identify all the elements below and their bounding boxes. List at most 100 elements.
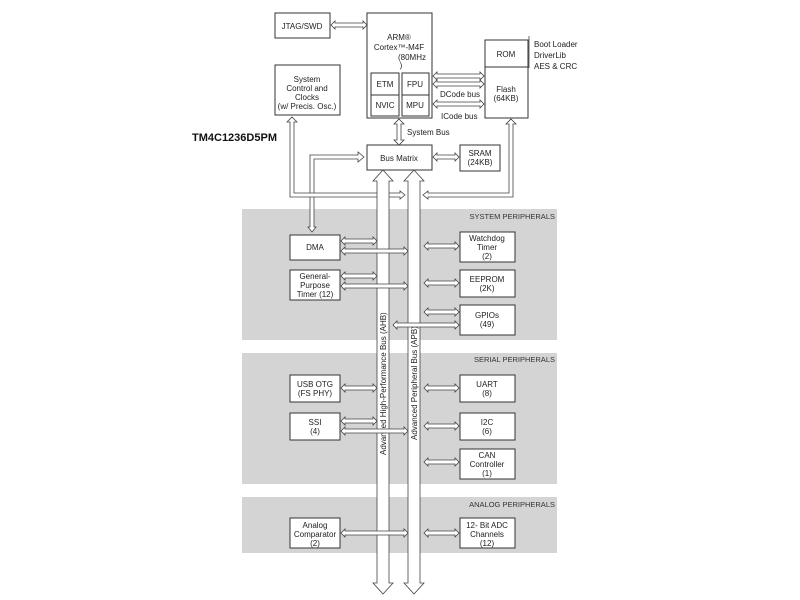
dma-label: DMA (306, 243, 324, 252)
usb-label-2: (FS PHY) (298, 389, 333, 398)
eeprom-apb-arrow (423, 278, 460, 288)
dma-apb-arrow (340, 246, 409, 256)
ahb-bus-arrow (372, 169, 394, 595)
cpu-line-2: Cortex™-M4F (374, 43, 424, 52)
can-block (459, 448, 516, 480)
ssi-apb-arrow (340, 426, 409, 436)
rom-note-1: Boot Loader (534, 40, 578, 49)
comp-label-2: Comparator (294, 530, 337, 539)
gpios-label-2: (49) (480, 320, 495, 329)
dcode-label: DCode bus (440, 90, 480, 99)
usb-label-1: USB OTG (297, 380, 333, 389)
gpt-apb-arrow (340, 281, 409, 291)
can-apb-arrow (423, 457, 460, 467)
ssi-block (289, 412, 341, 441)
icode-label: ICode bus (441, 112, 477, 121)
uart-label-2: (8) (482, 389, 492, 398)
adc-apb-arrow (423, 528, 460, 538)
usb-otg-block (289, 374, 341, 403)
sram-arrow (432, 152, 460, 162)
watchdog-block (459, 231, 516, 263)
bus-matrix-label: Bus Matrix (380, 154, 418, 163)
system-bus-label: System Bus (407, 128, 450, 137)
i2c-apb-arrow (423, 421, 460, 431)
adc-block (459, 517, 516, 549)
etm-label: ETM (377, 80, 394, 89)
cpu-line-1: ARM® (387, 33, 411, 42)
dcode-arrow-bottom (432, 79, 485, 89)
uart-apb-arrow (423, 383, 460, 393)
flash-label-1: Flash (496, 85, 516, 94)
gpt-label-1: General- (299, 272, 330, 281)
ahb-bus-label: Advanced High-Performance Bus (AHB) (379, 312, 388, 455)
sram-label-1: SRAM (468, 149, 491, 158)
sysctrl-line-4: (w/ Precis. Osc.) (278, 102, 337, 111)
apb-bus-label: Advanced Peripheral Bus (APB) (410, 326, 419, 440)
gpios-apb-arrow (423, 307, 460, 317)
ssi-label-1: SSI (309, 418, 322, 427)
rom-block (484, 39, 529, 68)
i2c-label-2: (6) (482, 427, 492, 436)
watchdog-label-2: Timer (477, 243, 497, 252)
can-label-1: CAN (479, 451, 496, 460)
ssi-label-2: (4) (310, 427, 320, 436)
bus-matrix-block (366, 144, 433, 171)
usb-ahb-arrow (340, 383, 378, 393)
cpu-line-4: ) (400, 61, 403, 70)
eeprom-label-2: (2K) (479, 284, 494, 293)
i2c-block (459, 412, 516, 441)
gpios-ahb-arrow (392, 320, 460, 330)
uart-block (459, 374, 516, 403)
dma-ahb-arrow (340, 236, 378, 246)
mpu-label: MPU (406, 101, 424, 110)
watchdog-label-3: (2) (482, 252, 492, 261)
gpt-label-3: Timer (12) (297, 290, 334, 299)
eeprom-block (459, 269, 516, 298)
i2c-label-1: I2C (481, 418, 494, 427)
jtag-block (274, 12, 331, 39)
cpu-line-3: (80MHz (398, 53, 426, 62)
icode-arrow (432, 99, 485, 109)
jtag-label: JTAG/SWD (282, 22, 323, 31)
rom-label: ROM (497, 50, 516, 59)
sram-label-2: (24KB) (468, 158, 493, 167)
can-label-2: Controller (470, 460, 505, 469)
flash-label-2: (64KB) (494, 94, 519, 103)
watchdog-label-1: Watchdog (469, 234, 505, 243)
nvic-label: NVIC (375, 101, 394, 110)
can-label-3: (1) (482, 469, 492, 478)
sram-block (459, 144, 501, 172)
rom-note-2: DriverLib (534, 51, 567, 60)
gpios-block (459, 304, 516, 336)
adc-label-3: (12) (480, 539, 495, 548)
sysctrl-line-3: Clocks (295, 93, 319, 102)
rom-note-3: AES & CRC (534, 62, 577, 71)
adc-label-1: 12- Bit ADC (466, 521, 508, 530)
dma-busmatrix-route (307, 151, 365, 233)
system-bus-arrow (393, 118, 405, 146)
mpu-block (401, 94, 430, 117)
comp-label-1: Analog (303, 521, 328, 530)
gpt-block (289, 269, 341, 301)
uart-label-1: UART (476, 380, 498, 389)
sysctrl-line-1: System (294, 75, 321, 84)
fpu-label: FPU (407, 80, 423, 89)
apb-bus-arrow (403, 169, 425, 595)
adc-label-2: Channels (470, 530, 504, 539)
comp-label-3: (2) (310, 539, 320, 548)
chip-name: TM4C1236D5PM (192, 132, 277, 144)
watchdog-apb-arrow (423, 241, 460, 251)
gpt-ahb-arrow (340, 271, 378, 281)
flash-block (484, 66, 529, 119)
nvic-block (370, 94, 400, 117)
gpt-label-2: Purpose (300, 281, 330, 290)
eeprom-label-1: EEPROM (470, 275, 505, 284)
jtag-cpu-arrow (330, 20, 368, 30)
system-control-block (274, 64, 341, 116)
serial-peripherals-title: SERIAL PERIPHERALS (474, 355, 555, 364)
sysctrl-line-2: Control and (286, 84, 327, 93)
dma-block (289, 234, 341, 261)
analog-peripherals-title: ANALOG PERIPHERALS (469, 500, 555, 509)
comp-apb-arrow (340, 528, 409, 538)
